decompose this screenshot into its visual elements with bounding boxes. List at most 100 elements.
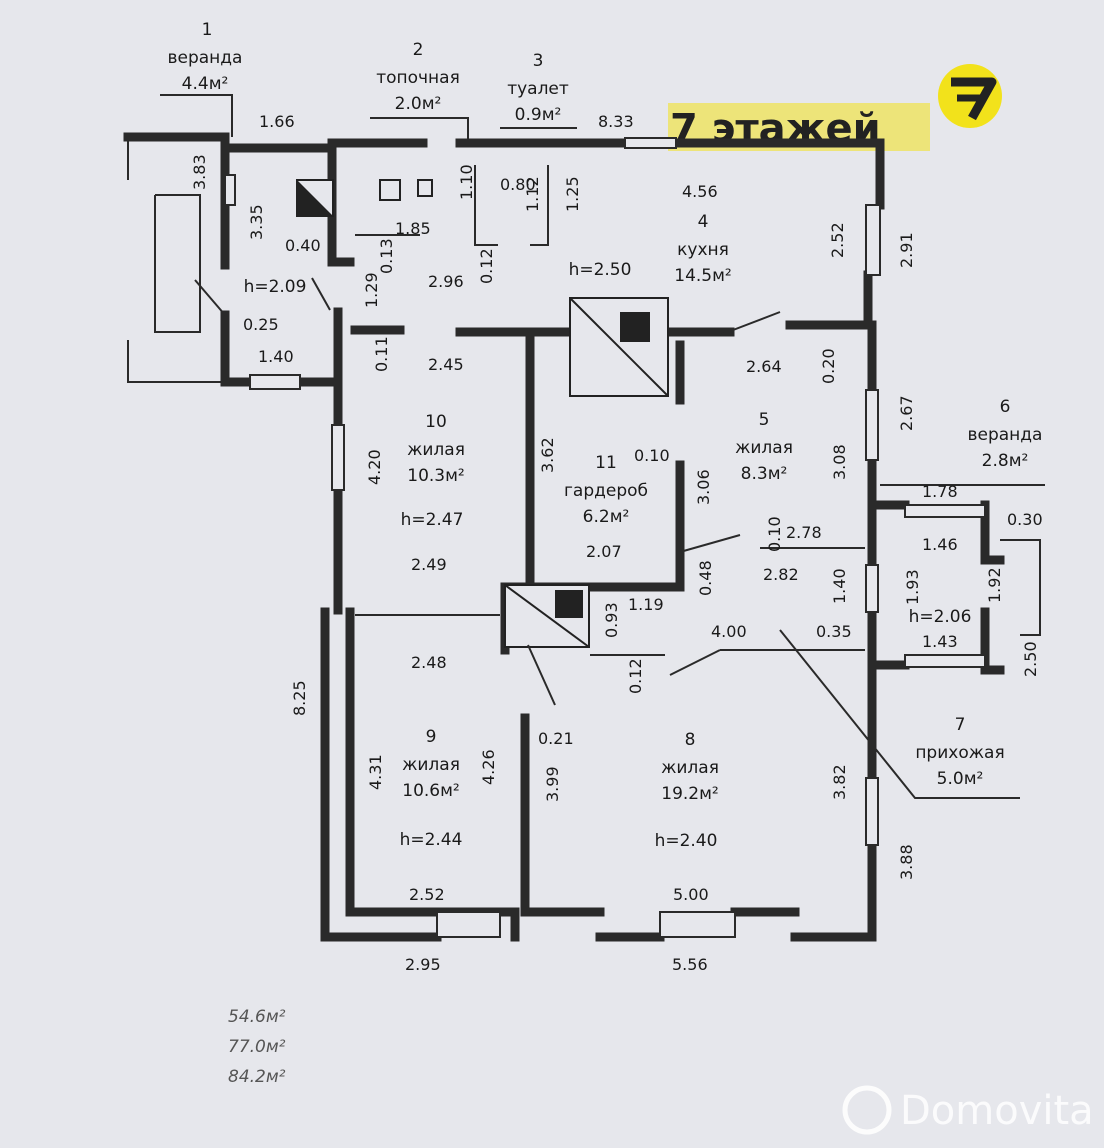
total-all: 84.2м² <box>228 1067 286 1087</box>
room-labels: 1 веранда 4.4м² 2 топочная 2.0м² 3 туале… <box>168 20 1043 851</box>
room-2-label: 2 топочная 2.0м² <box>376 40 460 114</box>
svg-text:2.0м²: 2.0м² <box>395 94 442 114</box>
svg-text:8.3м²: 8.3м² <box>741 464 788 484</box>
dimension-label: 3.82 <box>830 764 849 800</box>
watermark-text: Domovita <box>900 1088 1094 1134</box>
dimension-label: 3.62 <box>538 437 557 473</box>
dimension-label: 0.12 <box>626 658 645 694</box>
room-9-label: 9 жилая 10.6м² h=2.44 <box>400 727 463 850</box>
dimension-label: 2.91 <box>897 232 916 268</box>
dimension-label: 0.30 <box>1007 510 1043 529</box>
svg-text:топочная: топочная <box>376 68 460 88</box>
svg-text:1: 1 <box>202 20 213 40</box>
dimension-label: 2.07 <box>586 542 622 561</box>
dimension-label: 0.80 <box>500 175 536 194</box>
dimension-label: 0.13 <box>377 238 396 274</box>
dimension-label: 3.88 <box>897 844 916 880</box>
dimension-label: 4.20 <box>365 449 384 485</box>
svg-text:11: 11 <box>595 453 617 473</box>
dimension-label: 8.33 <box>598 112 634 131</box>
dimension-label: 1.92 <box>985 567 1004 603</box>
dimension-label: 1.43 <box>922 632 958 651</box>
svg-text:туалет: туалет <box>507 79 569 99</box>
room-10-label: 10 жилая 10.3м² h=2.47 <box>401 412 465 530</box>
dimension-label: 1.40 <box>258 347 294 366</box>
svg-text:7: 7 <box>955 715 966 735</box>
svg-text:19.2м²: 19.2м² <box>661 784 719 804</box>
svg-text:h=2.40: h=2.40 <box>655 831 718 851</box>
svg-text:2: 2 <box>413 40 424 60</box>
dimension-label: 2.82 <box>763 565 799 584</box>
room-1-label: 1 веранда 4.4м² <box>168 20 243 94</box>
dimension-label: 8.25 <box>290 680 309 716</box>
dimension-label: 1.93 <box>903 569 922 605</box>
svg-text:жилая: жилая <box>407 440 465 460</box>
veranda-1-height: h=2.09 <box>244 277 307 297</box>
dimension-label: 1.78 <box>922 482 958 501</box>
dimension-label: 2.49 <box>411 555 447 574</box>
room-3-label: 3 туалет 0.9м² <box>507 51 569 125</box>
room-6-label: 6 веранда 2.8м² <box>968 397 1043 471</box>
dimension-label: 2.78 <box>786 523 822 542</box>
dimension-label: 0.20 <box>819 348 838 384</box>
dimension-label: 0.12 <box>477 248 496 284</box>
dimension-label: 2.45 <box>428 355 464 374</box>
dimension-label: 4.00 <box>711 622 747 641</box>
brand-block: 7 этажей <box>668 64 1002 152</box>
dimension-label: 2.48 <box>411 653 447 672</box>
brand-logo-icon <box>938 64 1002 128</box>
room-4-label: 4 кухня 14.5м² h=2.50 <box>569 212 732 286</box>
svg-text:жилая: жилая <box>735 438 793 458</box>
svg-text:8: 8 <box>685 730 696 750</box>
dimension-label: 3.83 <box>190 154 209 190</box>
dimension-label: 1.46 <box>922 535 958 554</box>
svg-text:5: 5 <box>759 410 770 430</box>
dimension-label: 1.10 <box>457 164 476 200</box>
svg-text:3: 3 <box>533 51 544 71</box>
dimension-label: 2.95 <box>405 955 441 974</box>
svg-text:10: 10 <box>425 412 447 432</box>
veranda-6-height: h=2.06 <box>909 607 972 627</box>
svg-text:6: 6 <box>1000 397 1011 417</box>
svg-text:веранда: веранда <box>968 425 1043 445</box>
svg-text:10.6м²: 10.6м² <box>402 781 460 801</box>
svg-text:6.2м²: 6.2м² <box>583 507 630 527</box>
svg-text:0.9м²: 0.9м² <box>515 105 562 125</box>
dimension-label: 0.11 <box>372 336 391 372</box>
svg-text:веранда: веранда <box>168 48 243 68</box>
dimension-label: 1.12 <box>523 176 542 212</box>
svg-text:прихожая: прихожая <box>915 743 1004 763</box>
svg-text:10.3м²: 10.3м² <box>407 466 465 486</box>
area-totals: 54.6м² 77.0м² 84.2м² <box>228 1007 286 1087</box>
dimension-label: 2.52 <box>409 885 445 904</box>
room-8-label: 8 жилая 19.2м² h=2.40 <box>655 730 719 851</box>
total-general: 77.0м² <box>228 1037 286 1057</box>
svg-text:2.8м²: 2.8м² <box>982 451 1029 471</box>
svg-text:h=2.47: h=2.47 <box>401 510 464 530</box>
dimension-label: 0.35 <box>816 622 852 641</box>
svg-text:4: 4 <box>698 212 709 232</box>
svg-text:жилая: жилая <box>661 758 719 778</box>
dimension-label: 1.85 <box>395 219 431 238</box>
dimension-label: 0.21 <box>538 729 574 748</box>
dimension-label: 3.08 <box>830 444 849 480</box>
svg-text:гардероб: гардероб <box>564 481 648 501</box>
dimension-label: 1.40 <box>830 568 849 604</box>
dimension-label: 3.35 <box>247 204 266 240</box>
svg-text:h=2.44: h=2.44 <box>400 830 463 850</box>
room-7-label: 7 прихожая 5.0м² <box>915 715 1004 789</box>
dimension-label: 0.10 <box>634 446 670 465</box>
svg-text:4.4м²: 4.4м² <box>182 74 229 94</box>
dimension-label: 4.26 <box>479 749 498 785</box>
dimension-label: 3.99 <box>543 766 562 802</box>
svg-text:14.5м²: 14.5м² <box>674 266 732 286</box>
room-11-label: 11 гардероб 6.2м² <box>564 453 648 527</box>
dimension-label: 2.64 <box>746 357 782 376</box>
dimension-label: 5.00 <box>673 885 709 904</box>
dimension-label: 1.25 <box>563 176 582 212</box>
dimension-label: 2.96 <box>428 272 464 291</box>
dimension-label: 3.06 <box>694 469 713 505</box>
svg-text:жилая: жилая <box>402 755 460 775</box>
